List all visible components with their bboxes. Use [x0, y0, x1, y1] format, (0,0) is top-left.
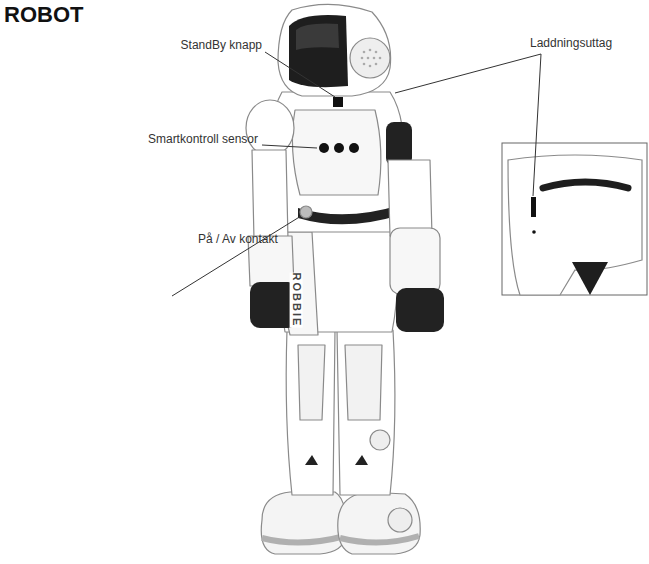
- leader-lines: [172, 52, 541, 296]
- inset-back-view: [502, 143, 647, 295]
- part-label: Laddningsuttag: [530, 36, 612, 50]
- part-label: På / Av kontakt: [198, 232, 278, 246]
- part-label: Smartkontroll sensor: [148, 132, 258, 146]
- heading: ROBOT: [4, 2, 83, 28]
- brand-print: ROBBIE: [289, 273, 302, 328]
- part-label: StandBy knapp: [181, 38, 262, 52]
